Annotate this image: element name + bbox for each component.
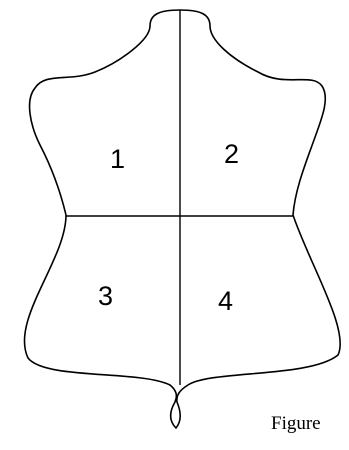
figure-caption: Figure (271, 413, 321, 435)
quadrant-3-label: 3 (98, 281, 113, 311)
quadrant-4-label: 4 (218, 286, 233, 316)
quadrant-1-label: 1 (110, 144, 125, 174)
quadrant-2-label: 2 (224, 139, 239, 169)
torso-outline (24, 10, 340, 428)
